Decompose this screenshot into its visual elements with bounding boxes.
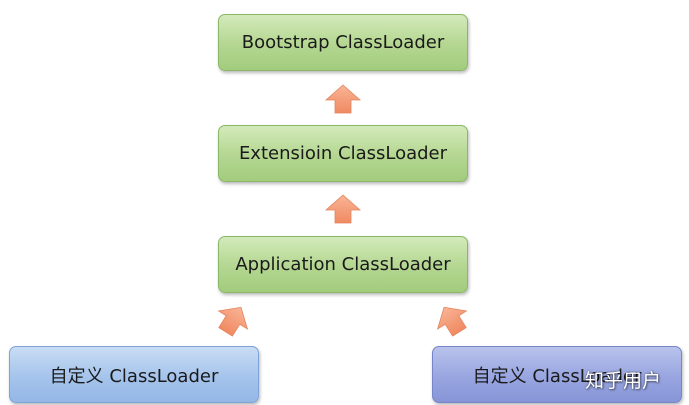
bootstrap-classloader-node: Bootstrap ClassLoader: [218, 14, 468, 71]
custom-classloader-right-label: 自定义 ClassLoader: [472, 365, 642, 387]
application-classloader-node: Application ClassLoader: [218, 236, 468, 293]
arrow-up-icon-middle: [324, 194, 362, 224]
watermark-text: 知乎用户: [585, 370, 662, 392]
extension-classloader-label: Extensioin ClassLoader: [238, 143, 448, 164]
arrow-diagonal-right-icon: [436, 306, 468, 337]
bootstrap-classloader-label: Bootstrap ClassLoader: [241, 32, 445, 53]
custom-classloader-left-label: 自定义 ClassLoader: [49, 365, 219, 387]
arrow-diagonal-left-icon: [217, 306, 249, 337]
application-classloader-label: Application ClassLoader: [235, 254, 451, 275]
arrow-up-icon-top: [324, 84, 362, 114]
custom-classloader-left-node: 自定义 ClassLoader: [9, 346, 259, 403]
custom-classloader-right-node: 自定义 ClassLoader: [432, 346, 682, 403]
extension-classloader-node: Extensioin ClassLoader: [218, 125, 468, 182]
